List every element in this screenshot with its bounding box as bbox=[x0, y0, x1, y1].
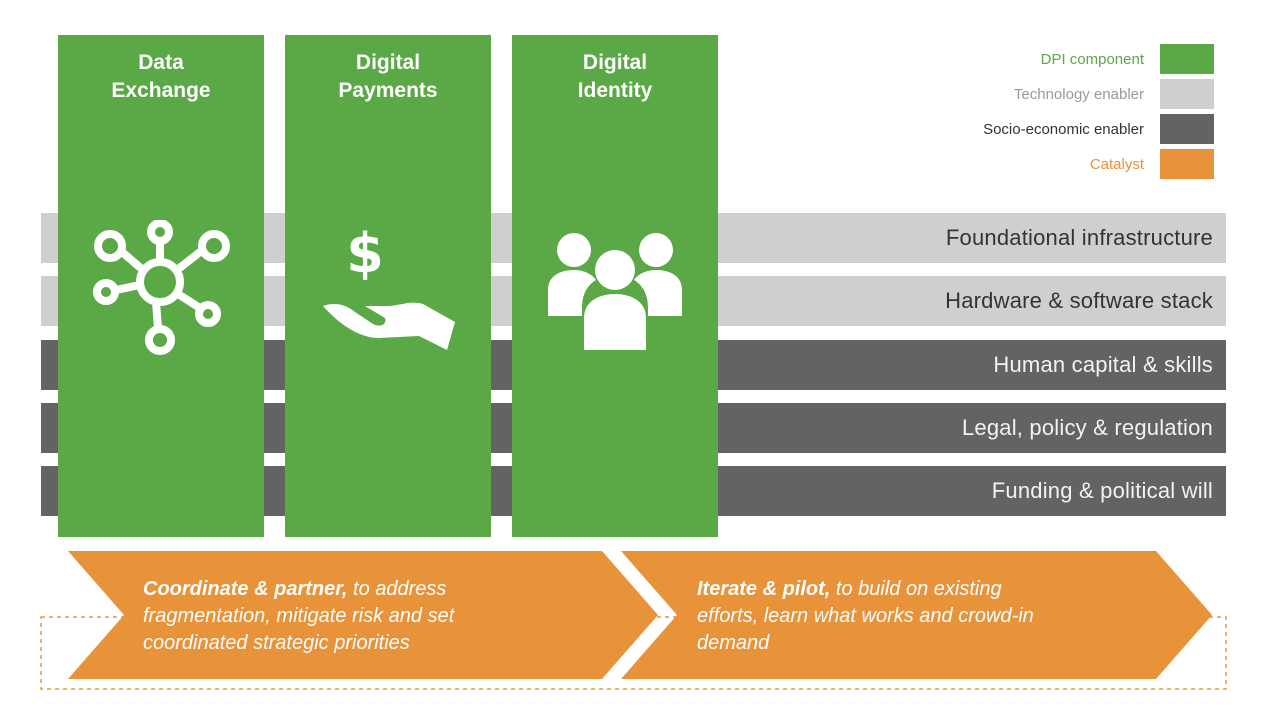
pillar-title: Digital Identity bbox=[512, 49, 718, 105]
catalyst-arrow-coordinate bbox=[68, 551, 658, 679]
legend-swatch-orange bbox=[1160, 149, 1214, 179]
hand-dollar-icon: $ bbox=[323, 222, 455, 350]
layer-label: Human capital & skills bbox=[993, 352, 1213, 377]
catalyst-text-line: to address bbox=[347, 578, 447, 600]
catalyst-bold: Iterate & pilot, bbox=[697, 578, 831, 600]
pillar-data-exchange: Data Exchange bbox=[58, 35, 264, 537]
layer-label: Funding & political will bbox=[991, 478, 1213, 503]
legend-swatch-dark-gray bbox=[1160, 114, 1214, 144]
legend-label: DPI component bbox=[1040, 50, 1144, 68]
catalyst-text-line: coordinated strategic priorities bbox=[143, 632, 410, 654]
people-group-icon bbox=[548, 233, 682, 350]
legend-item-socio-economic-enabler: Socio-economic enabler bbox=[983, 114, 1152, 144]
catalyst-chevrons bbox=[40, 551, 1227, 690]
pillar-title-line: Identity bbox=[577, 79, 653, 102]
legend-item-technology-enabler: Technology enabler bbox=[1014, 79, 1152, 109]
catalyst-text-line: fragmentation, mitigate risk and set bbox=[143, 605, 455, 627]
legend-label: Catalyst bbox=[1089, 155, 1144, 173]
legend-item-catalyst: Catalyst bbox=[1090, 149, 1152, 179]
pillar-digital-identity: Digital Identity bbox=[512, 35, 718, 537]
pillar-title-line: Digital bbox=[582, 51, 648, 74]
legend-swatch-light-gray bbox=[1160, 79, 1214, 109]
catalyst-text-iterate: Iterate & pilot, to build on existing ef… bbox=[697, 576, 1034, 657]
pillar-title: Digital Payments bbox=[285, 49, 491, 105]
pillar-title: Data Exchange bbox=[58, 49, 264, 105]
pillar-title-line: Exchange bbox=[111, 79, 211, 102]
catalyst-text-line: efforts, learn what works and crowd-in bbox=[697, 605, 1034, 627]
pillar-digital-payments: Digital Payments $ bbox=[285, 35, 491, 537]
layer-label: Hardware & software stack bbox=[945, 288, 1213, 313]
layer-label: Foundational infrastructure bbox=[945, 225, 1213, 250]
layer-label: Legal, policy & regulation bbox=[961, 415, 1213, 440]
legend-swatch-green bbox=[1160, 44, 1214, 74]
svg-text:$: $ bbox=[346, 222, 384, 285]
pillar-title-line: Data bbox=[138, 51, 184, 74]
pillar-title-line: Digital bbox=[355, 51, 421, 74]
catalyst-text-line: demand bbox=[697, 632, 770, 654]
legend-item-dpi-component: DPI component bbox=[1041, 44, 1152, 74]
legend-label: Socio-economic enabler bbox=[983, 120, 1144, 138]
catalyst-bold: Coordinate & partner, bbox=[143, 578, 348, 600]
network-hub-icon bbox=[93, 220, 230, 355]
catalyst-text-line: to build on existing bbox=[830, 578, 1002, 600]
pillar-title-line: Payments bbox=[338, 79, 438, 102]
catalyst-text-coordinate: Coordinate & partner, to address fragmen… bbox=[143, 576, 454, 657]
legend-label: Technology enabler bbox=[1013, 85, 1144, 103]
catalyst-arrow-iterate bbox=[621, 551, 1212, 679]
